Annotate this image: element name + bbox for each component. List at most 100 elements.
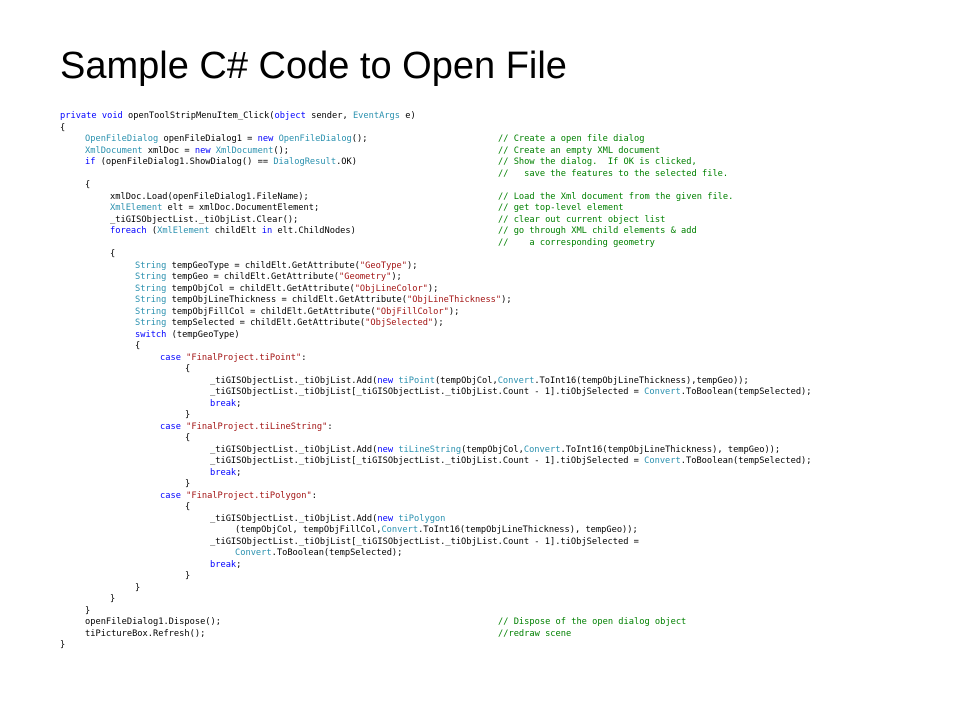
code-token: : <box>327 421 333 432</box>
code-token: { <box>60 122 66 133</box>
code-token: ); <box>407 260 418 271</box>
code-comment: // Show the dialog. If OK is clicked, <box>498 157 697 167</box>
code-type-name: Convert <box>644 387 681 397</box>
code-token: .ToBoolean(tempSelected); <box>680 456 812 466</box>
code-type-name: tiLineString <box>398 444 462 455</box>
code-token: ); <box>448 306 460 317</box>
code-statement: openFileDialog1.Dispose(); <box>85 617 221 629</box>
code-token: .ToBoolean(tempSelected); <box>680 387 812 397</box>
code-token: .ToInt16(tempObjLineThickness), tempGeo)… <box>560 444 781 455</box>
code-comment: // save the features to the selected fil… <box>498 168 729 179</box>
code-token: } <box>135 582 141 593</box>
code-comment: //redraw scene <box>498 628 572 639</box>
code-token: tiPictureBox.Refresh(); <box>85 628 206 639</box>
code-token: tempGeo = childElt.GetAttribute( <box>166 272 339 282</box>
code-token: } <box>60 640 66 650</box>
code-statement: _tiGISObjectList._tiObjList[_tiGISObject… <box>210 387 812 399</box>
code-statement: (tempObjCol, tempObjFillCol,Convert.ToIn… <box>235 525 638 537</box>
code-comment: // a corresponding geometry <box>498 237 655 248</box>
code-statement: } <box>185 479 190 491</box>
code-statement: foreach (XmlElement childElt in elt.Chil… <box>110 226 356 238</box>
code-statement: _tiGISObjectList._tiObjList[_tiGISObject… <box>210 456 812 468</box>
code-token: } <box>110 594 116 604</box>
code-keyword: object <box>274 111 306 121</box>
code-statement: String tempSelected = childElt.GetAttrib… <box>135 318 444 330</box>
code-string: "ObjFillColor" <box>375 306 449 317</box>
slide-title: Sample C# Code to Open File <box>60 45 567 87</box>
code-keyword: break <box>210 467 237 478</box>
code-comment: // get top-level element <box>498 203 624 213</box>
code-token: _tiGISObjectList._tiObjList[_tiGISObject… <box>210 536 639 547</box>
code-token: tempObjCol = childElt.GetAttribute( <box>166 283 355 294</box>
code-string: "ObjLineColor" <box>354 283 428 294</box>
code-token: _tiGISObjectList._tiObjList.Add( <box>210 444 378 455</box>
code-token: ( <box>146 226 158 236</box>
code-statement: OpenFileDialog openFileDialog1 = new Ope… <box>85 134 368 146</box>
code-type-name: OpenFileDialog <box>85 134 159 144</box>
code-token: { <box>85 180 91 190</box>
code-statement: if (openFileDialog1.ShowDialog() == Dial… <box>85 157 357 169</box>
code-keyword: case <box>160 352 181 363</box>
code-token: { <box>135 341 141 351</box>
code-statement: String tempGeoType = childElt.GetAttribu… <box>135 261 417 273</box>
code-statement: _tiGISObjectList._tiObjList[_tiGISObject… <box>210 537 639 549</box>
code-statement: } <box>85 606 90 618</box>
code-type-name: XmlElement <box>157 226 210 236</box>
code-token: elt.ChildNodes) <box>272 226 356 236</box>
code-statement: _tiGISObjectList._tiObjList.Clear(); <box>110 215 298 227</box>
code-type-name: String <box>135 295 167 305</box>
code-statement: { <box>185 433 190 445</box>
code-token: ; <box>236 467 242 478</box>
code-token: (tempObjCol, <box>461 444 524 455</box>
code-statement: } <box>60 640 65 652</box>
code-token: e) <box>400 111 416 121</box>
code-token: (tempGeoType) <box>166 329 240 340</box>
code-token: ); <box>501 295 512 305</box>
code-token: openToolStripMenuItem_Click( <box>122 111 275 121</box>
code-token: tempGeoType = childElt.GetAttribute( <box>166 260 360 271</box>
code-statement: } <box>110 594 115 606</box>
code-statement: private void openToolStripMenuItem_Click… <box>60 111 416 123</box>
code-token: .ToInt16(tempObjLineThickness), tempGeo)… <box>418 525 638 535</box>
code-statement: xmlDoc.Load(openFileDialog1.FileName); <box>110 192 309 204</box>
code-statement: } <box>135 583 140 595</box>
code-token: .OK) <box>336 157 357 167</box>
code-statement: _tiGISObjectList._tiObjList.Add(new tiPo… <box>210 376 749 388</box>
code-keyword: if <box>85 157 96 167</box>
code-statement: case "FinalProject.tiLineString": <box>160 422 333 434</box>
code-type-name: String <box>135 260 167 271</box>
code-token: (openFileDialog1.ShowDialog() == <box>95 157 274 167</box>
code-token: elt = xmlDoc.DocumentElement; <box>162 203 320 213</box>
code-statement: case "FinalProject.tiPoint": <box>160 353 306 365</box>
code-string: "GeoType" <box>359 260 407 271</box>
code-statement: String tempGeo = childElt.GetAttribute("… <box>135 272 402 284</box>
code-token: openFileDialog1.Dispose(); <box>85 617 221 627</box>
code-token: ; <box>236 398 242 409</box>
code-type-name: tiPolygon <box>398 513 446 524</box>
code-type-name: Convert <box>497 375 535 386</box>
code-comment: // Create an empty XML document <box>498 145 661 156</box>
code-type-name: Convert <box>235 548 272 558</box>
code-token: { <box>110 249 116 259</box>
code-token: : <box>301 352 307 363</box>
code-token: : <box>311 490 317 501</box>
code-keyword: foreach <box>110 226 147 236</box>
code-type-name: DialogResult <box>273 157 337 167</box>
code-keyword: new <box>257 134 274 144</box>
code-token: .ToInt16(tempObjLineThickness),tempGeo))… <box>534 375 749 386</box>
code-statement: { <box>60 123 65 135</box>
code-statement: switch (tempGeoType) <box>135 330 240 342</box>
code-type-name: Convert <box>523 444 561 455</box>
code-token: _tiGISObjectList._tiObjList.Add( <box>210 513 378 524</box>
code-keyword: new <box>377 375 394 386</box>
code-token: _tiGISObjectList._tiObjList.Clear(); <box>110 214 299 225</box>
code-statement: String tempObjFillCol = childElt.GetAttr… <box>135 307 459 319</box>
code-statement: break; <box>210 399 241 411</box>
code-statement: String tempObjCol = childElt.GetAttribut… <box>135 284 438 296</box>
code-statement: XmlElement elt = xmlDoc.DocumentElement; <box>110 203 319 215</box>
code-keyword: case <box>160 490 181 501</box>
code-comment: // go through XML child elements & add <box>498 226 697 236</box>
code-statement: XmlDocument xmlDoc = new XmlDocument(); <box>85 146 289 158</box>
code-token: (); <box>351 134 368 144</box>
code-keyword: private <box>60 111 97 121</box>
